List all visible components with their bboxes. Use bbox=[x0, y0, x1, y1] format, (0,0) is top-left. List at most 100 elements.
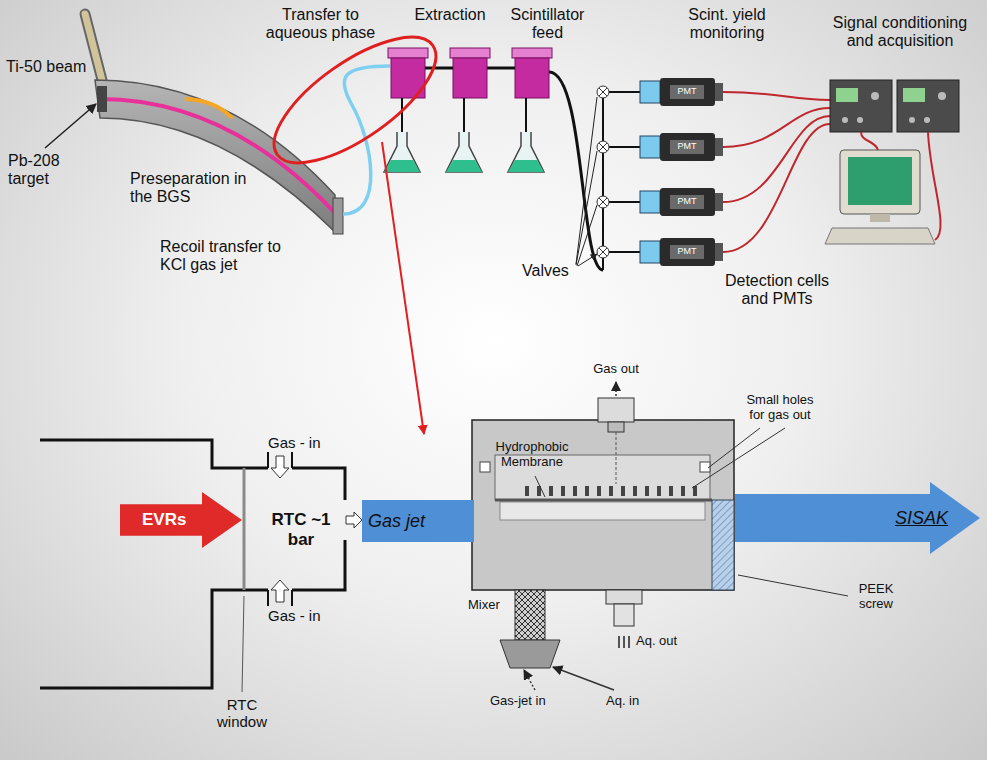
gas-liquid-mixer-device-part bbox=[606, 590, 642, 604]
sisak-arrow: SISAK bbox=[735, 482, 980, 554]
pmt-tag: PMT bbox=[670, 196, 704, 206]
valves-detectors-part-part-part bbox=[723, 116, 830, 202]
part-label: Transfer to aqueous phase bbox=[258, 6, 383, 43]
part-label: PEEK screw bbox=[850, 582, 902, 612]
acquisition-part bbox=[870, 214, 890, 222]
gas-liquid-mixer-device-part-part bbox=[633, 486, 637, 496]
gas-liquid-mixer-device-part bbox=[495, 499, 712, 502]
gas-liquid-mixer-device-part-part bbox=[525, 486, 529, 496]
gas-liquid-mixer-device-part-part bbox=[621, 486, 625, 496]
zoom-callout-part bbox=[382, 142, 424, 434]
part-label: Ti-50 beam bbox=[6, 58, 101, 76]
valves-detectors-part-part-part bbox=[640, 191, 660, 213]
part-label: Valves bbox=[522, 262, 574, 280]
valves-detectors-part-part-part bbox=[660, 188, 715, 216]
valves-detectors-part-part-part bbox=[640, 81, 660, 103]
part-label: Recoil transfer to KCl gas jet bbox=[160, 238, 285, 275]
gas-liquid-mixer-device-part-part bbox=[561, 486, 565, 496]
acquisition-part bbox=[840, 150, 920, 214]
part-label: Scint. yield monitoring bbox=[672, 6, 782, 43]
gas-liquid-mixer-device-part bbox=[500, 502, 705, 520]
valves-detectors-part-part-part bbox=[640, 241, 660, 263]
sisak-arrow-outline bbox=[735, 482, 980, 554]
part-label: Gas-jet in bbox=[490, 694, 562, 709]
valves-detectors-part-part-part bbox=[715, 193, 723, 211]
gas-liquid-mixer-device-part bbox=[619, 636, 629, 648]
part-label: Detection cells and PMTs bbox=[712, 272, 842, 309]
acquisition-part bbox=[836, 88, 858, 102]
valves-detectors-part-part-part bbox=[597, 196, 609, 208]
acquisition bbox=[825, 80, 959, 244]
gas-liquid-mixer-device-part bbox=[608, 422, 624, 432]
gas-liquid-mixer-device-part bbox=[738, 575, 848, 596]
node-text: SISAK bbox=[895, 508, 948, 529]
part-label: Gas out bbox=[576, 362, 656, 377]
valves-detectors-part-part-part bbox=[715, 83, 723, 101]
valves-detectors-part-part-part bbox=[599, 143, 607, 151]
gas-liquid-mixer-device-part bbox=[525, 486, 697, 496]
acquisition-part bbox=[909, 117, 915, 123]
gas-jet-band: Gas jet bbox=[362, 500, 474, 542]
acquisition-part bbox=[924, 117, 930, 123]
sisak-units-part bbox=[388, 48, 428, 58]
valves-detectors-part bbox=[597, 78, 830, 266]
separator-part bbox=[85, 14, 103, 84]
part-label: Signal conditioning and acquisition bbox=[820, 14, 980, 51]
valves-detectors-part-part-part bbox=[723, 108, 830, 147]
sisak-units-part bbox=[384, 132, 420, 172]
gas-liquid-mixer-device-part-part bbox=[549, 486, 553, 496]
sisak-units-part bbox=[508, 160, 544, 172]
valves-detectors-part-part-part bbox=[597, 246, 609, 258]
part-label: Preseparation in the BGS bbox=[130, 170, 260, 207]
gas-liquid-mixer-device-part bbox=[472, 420, 734, 590]
node-text: Gas jet bbox=[368, 511, 425, 532]
part-label: Mixer bbox=[468, 598, 512, 613]
valves-detectors-part-part-part bbox=[670, 85, 704, 99]
part-label: RTC window bbox=[204, 696, 280, 731]
sisak-units-part bbox=[512, 48, 552, 58]
sisak-units bbox=[384, 48, 603, 270]
recoil-chamber-part bbox=[271, 456, 289, 478]
valves-detectors-part-part bbox=[597, 116, 830, 216]
part-label: Hydrophobic Membrane bbox=[486, 440, 578, 470]
sisak-units-part bbox=[446, 160, 482, 172]
valves-detectors-part-part bbox=[597, 108, 830, 161]
gas-liquid-mixer-device-part-part bbox=[681, 486, 685, 496]
evr-arrow-outline bbox=[120, 492, 242, 548]
acquisition-part bbox=[861, 132, 941, 240]
gas-liquid-mixer-device-part-part bbox=[597, 486, 601, 496]
valves-detectors-part-part bbox=[597, 78, 830, 106]
gas-liquid-mixer-device-part bbox=[615, 382, 617, 396]
acquisition-part bbox=[871, 92, 879, 100]
separator-part bbox=[185, 99, 232, 118]
gas-liquid-mixer-device-part bbox=[708, 428, 760, 468]
valves-detectors-part-part-part bbox=[599, 198, 607, 206]
valves-detectors-part-part-part bbox=[597, 86, 609, 98]
valves-detectors-part-part-part bbox=[609, 201, 640, 203]
valves-detectors-part-part-part bbox=[715, 138, 723, 156]
gas-liquid-mixer-device-part-part bbox=[609, 486, 613, 496]
separator-part bbox=[343, 66, 390, 214]
recoil-chamber-part bbox=[40, 440, 345, 688]
sisak-units-part bbox=[508, 132, 544, 172]
acquisition-part bbox=[830, 80, 892, 132]
acquisition-part bbox=[897, 80, 959, 132]
valves-detectors-part-part-part bbox=[670, 140, 704, 154]
acquisition-part bbox=[938, 92, 946, 100]
acquisition-part bbox=[903, 88, 925, 102]
gas-liquid-mixer-device-part-part bbox=[585, 486, 589, 496]
valves-detectors-part-part-part bbox=[609, 146, 640, 148]
gas-liquid-mixer-device-part bbox=[480, 462, 490, 472]
sisak-units-part bbox=[384, 160, 420, 172]
acquisition-part bbox=[842, 117, 848, 123]
chamber-box: RTC ~1 bar bbox=[262, 478, 338, 582]
valves-detectors-part-part-part bbox=[640, 136, 660, 158]
recoil-chamber-part bbox=[271, 580, 289, 602]
valves-detectors-part-part-part bbox=[599, 88, 607, 96]
gas-liquid-mixer-device-part bbox=[614, 604, 634, 626]
sisak-units-part bbox=[602, 92, 604, 270]
valves-detectors-part-part-part bbox=[723, 124, 830, 252]
recoil-chamber-part bbox=[243, 468, 246, 590]
